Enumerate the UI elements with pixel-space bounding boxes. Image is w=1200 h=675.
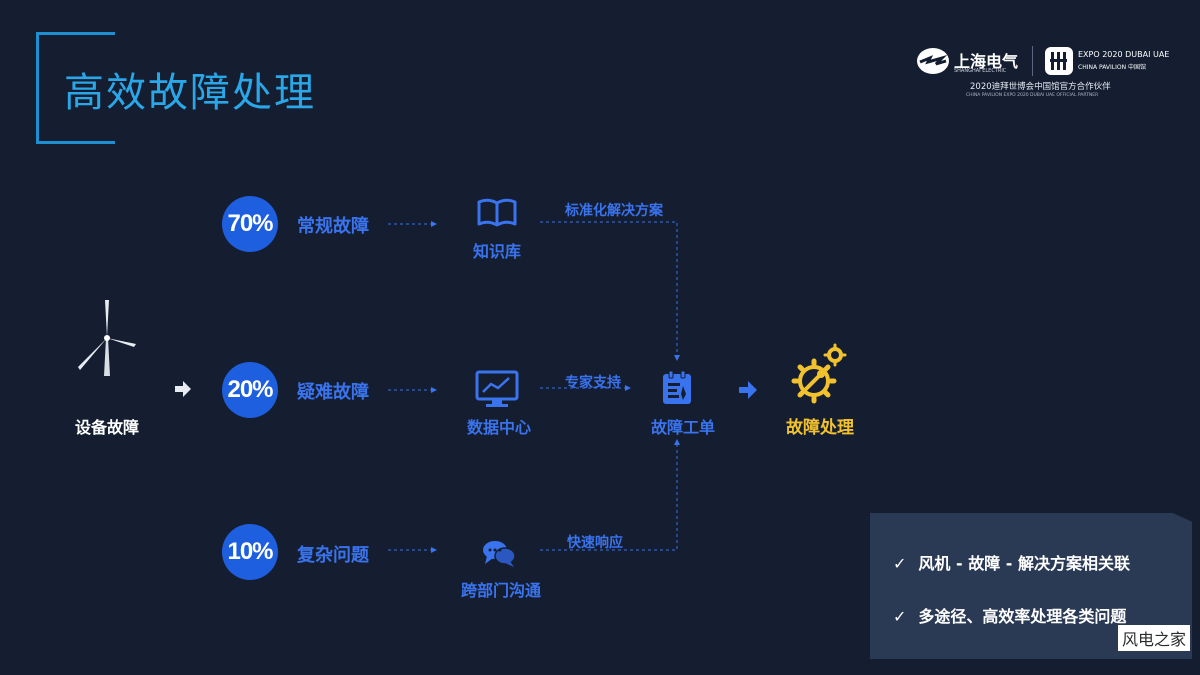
watermark: 风电之家	[1117, 625, 1190, 651]
channel-label: 知识库	[472, 242, 522, 261]
sponsor-logos: 上海电气 SHANGHAI ELECTRIC EXPO 2020 DUBAI U…	[916, 44, 1170, 92]
edge-label: 专家支持	[565, 375, 621, 391]
summary-text: 风机 - 故障 - 解决方案相关联	[918, 554, 1130, 573]
source-label: 设备故障	[74, 418, 140, 437]
brand-cn: 上海电气	[954, 52, 1019, 71]
wind-turbine-icon	[78, 300, 136, 376]
category-label: 常规故障	[297, 216, 369, 237]
check-icon: ✓	[893, 554, 907, 573]
partner-en: CHINA PAVILION EXPO 2020 DUBAI UAE OFFIC…	[966, 93, 1099, 98]
check-icon: ✓	[893, 607, 907, 626]
pct-badge: 10%	[222, 524, 278, 580]
china-pavilion-logo-icon	[1045, 47, 1073, 75]
logo-divider	[1032, 46, 1033, 76]
partner-cn: 2020迪拜世博会中国馆官方合作伙伴	[970, 82, 1111, 92]
expo-line1: EXPO 2020 DUBAI UAE	[1078, 50, 1170, 59]
title-frame	[36, 32, 115, 144]
monitor-chart-icon	[475, 370, 519, 407]
pct-badge: 20%	[222, 362, 278, 418]
gear-wrench-icon	[791, 343, 847, 404]
page-title: 高效故障处理	[64, 70, 316, 116]
result-label: 故障处理	[786, 418, 854, 438]
work-order-label: 故障工单	[650, 418, 716, 437]
edge-label: 快速响应	[567, 535, 623, 551]
summary-item: ✓ 风机 - 故障 - 解决方案相关联	[893, 550, 1130, 574]
channel-label: 数据中心	[466, 418, 532, 437]
chat-bubbles-icon	[483, 541, 516, 567]
category-label: 疑难故障	[297, 382, 369, 403]
arrow-right-icon	[175, 381, 191, 397]
brand-en: SHANGHAI ELECTRIC	[954, 68, 1007, 74]
work-order-icon	[663, 370, 691, 404]
expo-line2: CHINA PAVILION 中国馆	[1078, 64, 1147, 71]
shanghai-electric-logo-icon	[917, 48, 949, 74]
summary-text: 多途径、高效率处理各类问题	[918, 607, 1127, 626]
summary-item: ✓ 多途径、高效率处理各类问题	[893, 603, 1126, 627]
book-icon	[477, 198, 517, 227]
arrow-right-icon	[739, 381, 757, 399]
channel-label: 跨部门沟通	[460, 581, 542, 600]
category-label: 复杂问题	[297, 545, 369, 566]
pct-badge: 70%	[222, 196, 278, 252]
edge-label: 标准化解决方案	[565, 203, 663, 219]
